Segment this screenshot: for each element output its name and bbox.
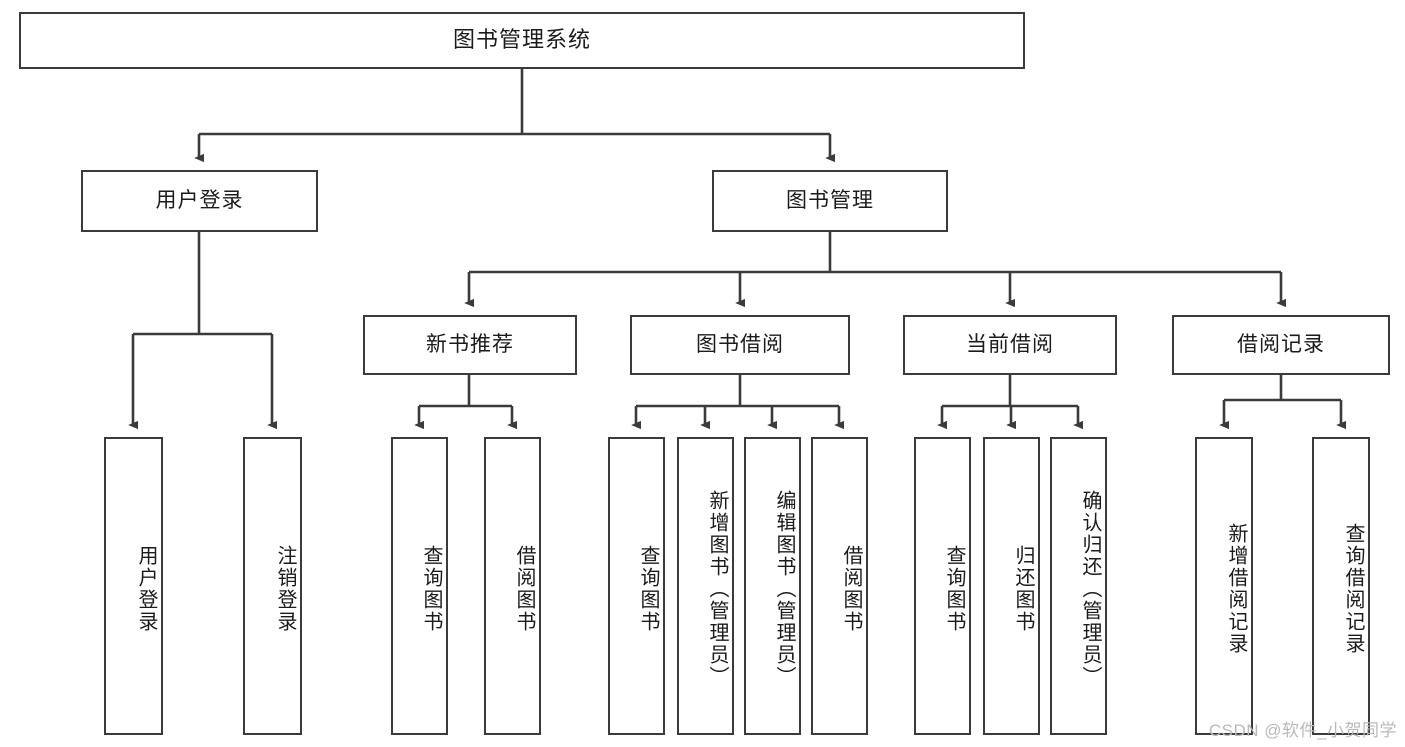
leaf-book-borrow-2[interactable]: 新增图书（管理员） — [677, 437, 734, 735]
leaf-label: 借阅图书 — [513, 545, 535, 633]
leaf-label: 新增图书（管理员） — [706, 490, 728, 688]
leaf-user-login-2[interactable]: 注销登录 — [243, 437, 302, 735]
leaf-label: 归还图书 — [1012, 545, 1034, 633]
leaf-new-book-1[interactable]: 查询图书 — [391, 437, 448, 735]
leaf-label: 编辑图书（管理员） — [773, 490, 795, 688]
node-borrow-record[interactable]: 借阅记录 — [1172, 315, 1390, 375]
leaf-new-book-2[interactable]: 借阅图书 — [484, 437, 541, 735]
node-root-system[interactable]: 图书管理系统 — [19, 12, 1025, 69]
csdn-watermark: CSDN @软件_小贺同学 — [1208, 721, 1397, 740]
leaf-book-borrow-3[interactable]: 编辑图书（管理员） — [744, 437, 801, 735]
leaf-label: 注销登录 — [274, 545, 296, 633]
leaf-book-borrow-4[interactable]: 借阅图书 — [811, 437, 868, 735]
leaf-label: 新增借阅记录 — [1225, 523, 1247, 655]
node-current-borrow[interactable]: 当前借阅 — [903, 315, 1117, 375]
leaf-current-borrow-1[interactable]: 查询图书 — [914, 437, 971, 735]
leaf-label: 确认归还（管理员） — [1079, 490, 1101, 688]
leaf-label: 查询图书 — [637, 545, 659, 633]
leaf-label: 借阅图书 — [840, 545, 862, 633]
leaf-borrow-record-1[interactable]: 新增借阅记录 — [1195, 437, 1253, 735]
leaf-current-borrow-3[interactable]: 确认归还（管理员） — [1050, 437, 1107, 735]
node-book-borrow[interactable]: 图书借阅 — [630, 315, 850, 375]
leaf-label: 查询图书 — [420, 545, 442, 633]
leaf-label: 用户登录 — [135, 545, 157, 633]
node-user-login[interactable]: 用户登录 — [81, 170, 318, 232]
leaf-user-login-1[interactable]: 用户登录 — [104, 437, 163, 735]
leaf-current-borrow-2[interactable]: 归还图书 — [983, 437, 1040, 735]
leaf-book-borrow-1[interactable]: 查询图书 — [608, 437, 665, 735]
node-book-management[interactable]: 图书管理 — [712, 170, 948, 232]
leaf-borrow-record-2[interactable]: 查询借阅记录 — [1312, 437, 1370, 735]
leaf-label: 查询借阅记录 — [1342, 523, 1364, 655]
leaf-label: 查询图书 — [943, 545, 965, 633]
node-new-book-recommend[interactable]: 新书推荐 — [363, 315, 577, 375]
